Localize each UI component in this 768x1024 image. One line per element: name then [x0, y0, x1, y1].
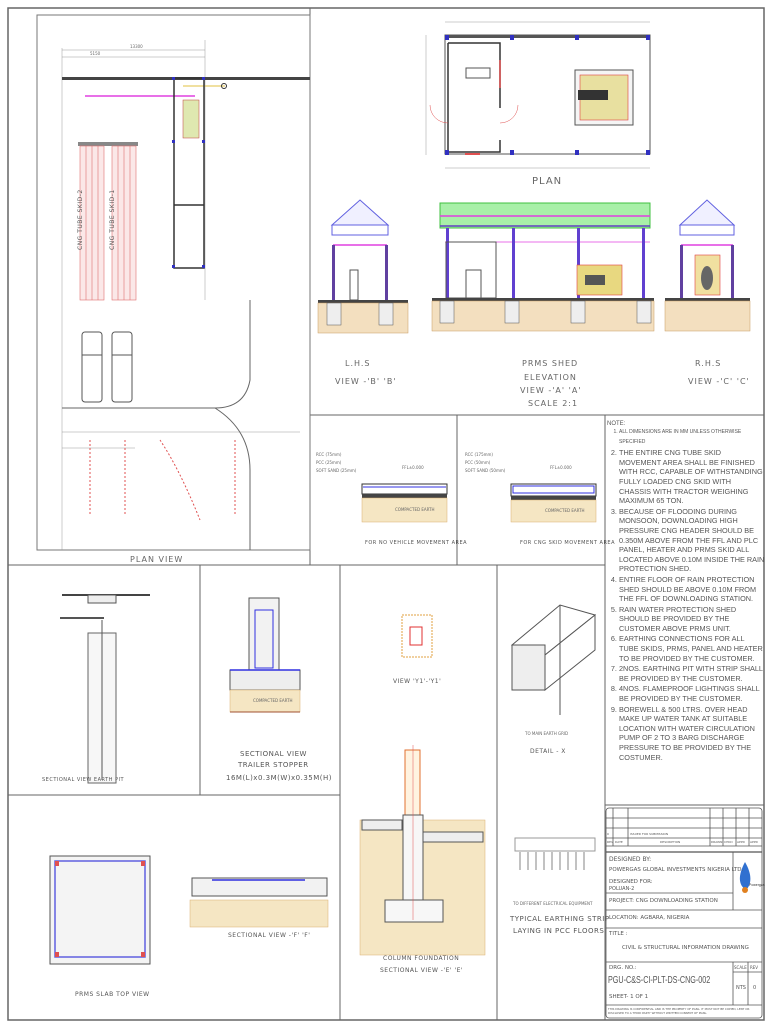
- svg-text:RCC (75mm): RCC (75mm): [316, 452, 342, 457]
- skid-caption: FOR CNG SKID MOVEMENT AREA: [520, 540, 615, 546]
- earthing-strip: TO DIFFERENT ELECTRICAL EQUIPMENT TYPICA…: [509, 837, 610, 935]
- svg-text:TYPICAL EARTHING STRIP: TYPICAL EARTHING STRIP: [509, 915, 610, 923]
- control-building: [173, 77, 205, 269]
- svg-text:LAYING IN PCC FLOORS: LAYING IN PCC FLOORS: [513, 927, 604, 935]
- note-item: EARTHING CONNECTIONS FOR ALL TUBE SKIDS,…: [619, 634, 765, 663]
- notes-heading: NOTE:: [607, 421, 626, 427]
- svg-text:TRAILER STOPPER: TRAILER STOPPER: [237, 761, 309, 769]
- cng-tube-skid-2: [79, 145, 105, 301]
- view-y1: VIEW 'Y1'-'Y1': [393, 614, 441, 685]
- svg-text:PCC (25mm): PCC (25mm): [316, 460, 342, 465]
- note-item: RAIN WATER PROTECTION SHED SHOULD BE PRO…: [619, 605, 765, 634]
- svg-text:FFL±0.000: FFL±0.000: [550, 465, 572, 470]
- plan-title: PLAN: [532, 176, 562, 187]
- prms-slab-top-view: PRMS SLAB TOP VIEW: [49, 855, 151, 998]
- location: LOCATION: AGBARA, NIGERIA: [609, 915, 690, 921]
- note-item: ALL DIMENSIONS ARE IN MM UNLESS OTHERWIS…: [619, 428, 765, 447]
- trucks: [81, 331, 133, 403]
- designed-by-label: DESIGNED BY:: [609, 856, 652, 863]
- designed-for-label: DESIGNED FOR:: [609, 879, 653, 885]
- svg-text:SOFT SAND (25mm): SOFT SAND (25mm): [316, 468, 357, 473]
- floor-section-no-vehicle: RCC (75mm) PCC (25mm) SOFT SAND (25mm) F…: [316, 452, 467, 546]
- prms-shed-elevation: PRMS SHED ELEVATION VIEW -'A' 'A' SCALE …: [431, 202, 655, 408]
- no-vehicle-caption: FOR NO VEHICLE MOVEMENT AREA: [365, 540, 467, 546]
- rev-label: REV: [750, 965, 759, 970]
- revision-number: 0: [607, 832, 609, 836]
- svg-text:TO MAIN EARTH GRID: TO MAIN EARTH GRID: [524, 731, 568, 736]
- logo-text: Powergas: [749, 883, 765, 887]
- revision-description: ISSUED FOR SUBMISSION: [630, 832, 669, 836]
- svg-text:SOFT SAND (50mm): SOFT SAND (50mm): [465, 468, 506, 473]
- drawing-number: PGU-C&S-CI-PLT-DS-CNG-002: [608, 975, 711, 986]
- lhs-title: L.H.S: [345, 359, 371, 368]
- svg-text:SECTIONAL VIEW: SECTIONAL VIEW: [240, 750, 307, 758]
- svg-text:5150: 5150: [90, 51, 101, 56]
- drawing-title: CIVIL & STRUCTURAL INFORMATION DRAWING: [622, 945, 749, 951]
- earth-pit-section: SECTIONAL VIEW EARTH PIT: [42, 594, 150, 784]
- sheet-number: SHEET- 1 OF 1: [609, 994, 649, 1000]
- lhs-elevation: L.H.S VIEW -'B' 'B': [317, 199, 409, 386]
- note-item: BECAUSE OF FLOODING DURING MONSOON, DOWN…: [619, 507, 765, 574]
- prms-scale: SCALE 2:1: [528, 399, 578, 408]
- notes-panel: NOTE: ALL DIMENSIONS ARE IN MM UNLESS OT…: [607, 420, 765, 763]
- prms-subtitle: ELEVATION: [524, 373, 577, 382]
- sheet-frame: [7, 7, 765, 1021]
- prms-skid: [182, 99, 200, 139]
- cng-tube-skid-1: [111, 145, 137, 301]
- skid-1-label: CNG TUBE SKID-1: [109, 189, 116, 250]
- svg-text:13300: 13300: [130, 44, 143, 49]
- svg-text:COMPACTED EARTH: COMPACTED EARTH: [395, 507, 435, 512]
- company-logo: Powergas: [739, 862, 765, 893]
- rhs-title: R.H.S: [695, 359, 721, 368]
- svg-text:COLUMN FOUNDATION: COLUMN FOUNDATION: [383, 955, 459, 962]
- plan-view-title: PLAN VIEW: [130, 555, 183, 564]
- note-item: ENTIRE FLOOR OF RAIN PROTECTION SHED SHO…: [619, 575, 765, 604]
- trailer-stopper-section: COMPACTED EARTH SECTIONAL VIEW TRAILER S…: [226, 597, 332, 782]
- column-foundation: COLUMN FOUNDATION SECTIONAL VIEW -'E' 'E…: [359, 745, 486, 974]
- plan-view: 13300 5150 CNG TUBE SKID-2 CNG TUBE SKID-…: [36, 14, 311, 564]
- note-item: 2NOS. EARTHING PIT WITH STRIP SHALL BE P…: [619, 664, 765, 683]
- scale-label: SCALE: [734, 965, 747, 970]
- rhs-view: VIEW -'C' 'C': [688, 377, 750, 386]
- svg-text:COMPACTED EARTH: COMPACTED EARTH: [545, 508, 585, 513]
- svg-text:SECTIONAL VIEW -'E' 'E': SECTIONAL VIEW -'E' 'E': [380, 967, 463, 974]
- prms-view: VIEW -'A' 'A': [520, 386, 582, 395]
- rev-value: 0: [753, 985, 757, 991]
- floor-section-skid: RCC (175mm) PCC (50mm) SOFT SAND (50mm) …: [465, 452, 615, 546]
- note-item: 4NOS. FLAMEPROOF LIGHTINGS SHALL BE PROV…: [619, 684, 765, 703]
- scale-value: NTS: [736, 985, 746, 991]
- rhs-elevation: R.H.S VIEW -'C' 'C': [664, 199, 751, 386]
- lhs-view: VIEW -'B' 'B': [335, 377, 397, 386]
- svg-text:16M(L)x0.3M(W)x0.35M(H): 16M(L)x0.3M(W)x0.35M(H): [226, 774, 332, 782]
- skid-base: [78, 142, 138, 146]
- skid-2-label: CNG TUBE SKID-2: [77, 189, 84, 250]
- svg-text:COMPACTED EARTH: COMPACTED EARTH: [253, 698, 293, 703]
- note-item: BOREWELL & 500 Ltrs. OVER HEAD MAKE UP W…: [619, 705, 765, 763]
- svg-text:DETAIL - X: DETAIL - X: [530, 748, 566, 755]
- prms-title: PRMS SHED: [522, 359, 578, 368]
- svg-text:SECTIONAL VIEW -'F' 'F': SECTIONAL VIEW -'F' 'F': [228, 932, 310, 939]
- svg-text:SECTIONAL VIEW EARTH PIT: SECTIONAL VIEW EARTH PIT: [42, 777, 124, 783]
- title-block-frame: [605, 807, 763, 1019]
- svg-text:RCC (175mm): RCC (175mm): [465, 452, 493, 457]
- svg-text:PCC (50mm): PCC (50mm): [465, 460, 491, 465]
- plan-drawing: PLAN: [425, 21, 651, 187]
- title-label: TITLE :: [609, 931, 628, 937]
- vehicle-path-arrows: [89, 439, 236, 521]
- designed-by: POWERGAS GLOBAL INVESTMENTS NIGERIA LTD.: [609, 867, 744, 873]
- confidentiality-note: THIS DRAWING IS CONFIDENTIAL AND IS THE …: [608, 1007, 750, 1015]
- project: PROJECT: CNG DOWNLOADING STATION: [609, 898, 718, 904]
- designed-for: POLUAN-2: [609, 886, 635, 892]
- drg-no-label: DRG. NO.:: [609, 965, 637, 971]
- svg-text:TO DIFFERENT ELECTRICAL EQUIPM: TO DIFFERENT ELECTRICAL EQUIPMENT: [512, 901, 593, 906]
- svg-text:VIEW 'Y1'-'Y1': VIEW 'Y1'-'Y1': [393, 678, 441, 685]
- detail-x: TO MAIN EARTH GRID DETAIL - X: [510, 604, 597, 755]
- svg-text:FFL±0.000: FFL±0.000: [402, 465, 424, 470]
- note-item: THE ENTIRE CNG TUBE SKID MOVEMENT AREA S…: [619, 448, 765, 506]
- svg-text:PRMS SLAB TOP VIEW: PRMS SLAB TOP VIEW: [75, 991, 150, 998]
- prms-slab-section: SECTIONAL VIEW -'F' 'F': [189, 877, 329, 939]
